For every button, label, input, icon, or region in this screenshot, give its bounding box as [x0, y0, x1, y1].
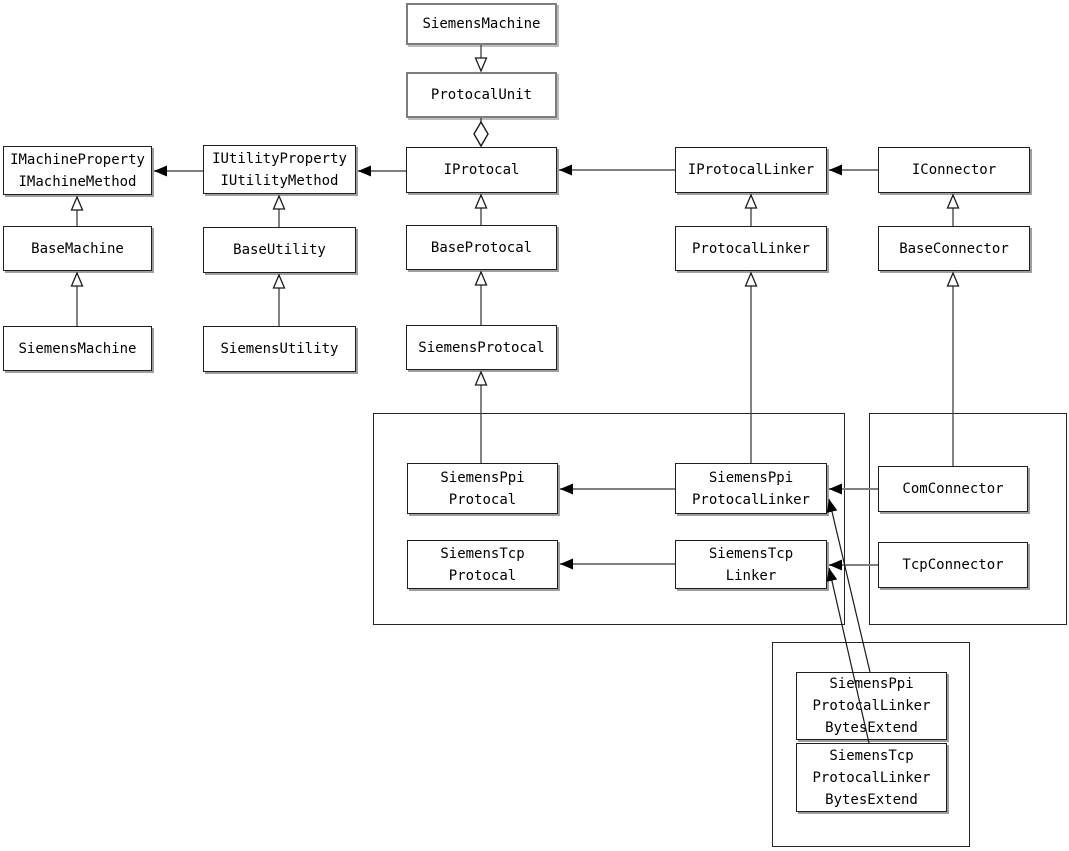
class-label-iprotocal: IProtocal	[443, 162, 520, 178]
class-label-iutility-property-method: IUtilityMethod	[220, 172, 339, 189]
class-label-iutility-property-method: IUtilityProperty	[212, 150, 347, 167]
class-label-iprotocal-linker: IProtocalLinker	[687, 162, 815, 178]
class-box-com-connector: ComConnector	[878, 466, 1028, 512]
class-label-base-machine: BaseMachine	[31, 240, 124, 257]
class-box-siemens-utility: SiemensUtility	[203, 326, 356, 372]
class-label-siemens-tcp-linker: Linker	[725, 567, 777, 584]
class-box-base-protocal: BaseProtocal	[406, 225, 557, 270]
class-label-siemens-ppi-protocal-linker-bytes-extend: ProtocalLinker	[812, 698, 931, 714]
class-label-siemens-ppi-protocal-linker: ProtocalLinker	[691, 491, 810, 508]
connector-group-container	[869, 413, 1067, 625]
class-label-siemens-tcp-protocal: SiemensTcp	[440, 545, 525, 562]
class-box-protocal-linker: ProtocalLinker	[675, 226, 827, 271]
class-label-siemens-machine-unit: SiemensMachine	[422, 16, 541, 32]
class-box-protocal-unit: ProtocalUnit	[406, 72, 557, 118]
class-label-siemens-utility: SiemensUtility	[220, 341, 339, 357]
class-label-siemens-ppi-protocal-linker: SiemensPpi	[708, 469, 794, 486]
class-label-siemens-tcp-linker: SiemensTcp	[708, 545, 794, 562]
class-label-siemens-ppi-protocal: SiemensPpi	[440, 469, 525, 486]
class-label-com-connector: ComConnector	[902, 481, 1004, 497]
aggregate-diamond-icon	[473, 120, 489, 148]
class-label-siemens-ppi-protocal-linker-bytes-extend: SiemensPpi	[829, 676, 914, 692]
bytes-extend-group-container	[772, 642, 970, 847]
class-label-siemens-protocal: SiemensProtocal	[418, 339, 545, 356]
class-label-siemens-ppi-protocal: Protocal	[448, 491, 517, 508]
class-label-siemens-ppi-protocal-linker-bytes-extend: BytesExtend	[825, 720, 918, 736]
class-label-base-protocal: BaseProtocal	[430, 239, 533, 256]
class-box-iprotocal-linker: IProtocalLinker	[675, 147, 827, 193]
class-box-base-machine: BaseMachine	[3, 226, 152, 271]
class-label-siemens-tcp-protocal: Protocal	[448, 567, 517, 584]
class-box-tcp-connector: TcpConnector	[878, 542, 1028, 588]
class-box-siemens-protocal: SiemensProtocal	[406, 325, 557, 370]
class-label-siemens-tcp-protocal-linker-bytes-extend: SiemensTcp	[829, 747, 914, 764]
class-box-base-connector: BaseConnector	[878, 226, 1030, 271]
class-label-tcp-connector: TcpConnector	[902, 557, 1004, 573]
class-label-siemens-tcp-protocal-linker-bytes-extend: BytesExtend	[825, 791, 918, 808]
class-box-base-utility: BaseUtility	[203, 227, 356, 273]
class-label-base-connector: BaseConnector	[899, 240, 1009, 257]
class-label-imachine-property-method: IMachineProperty	[10, 151, 145, 168]
class-label-iconnector: IConnector	[911, 162, 997, 178]
class-box-siemens-machine: SiemensMachine	[3, 326, 152, 371]
class-label-base-utility: BaseUtility	[233, 242, 326, 258]
class-label-siemens-machine: SiemensMachine	[18, 340, 137, 357]
class-label-protocal-linker: ProtocalLinker	[691, 240, 810, 257]
class-label-protocal-unit: ProtocalUnit	[430, 87, 533, 103]
class-box-iconnector: IConnector	[878, 147, 1030, 193]
protocal-group-container	[373, 413, 845, 625]
class-box-siemens-machine-unit: SiemensMachine	[406, 3, 557, 45]
class-label-siemens-tcp-protocal-linker-bytes-extend: ProtocalLinker	[812, 769, 931, 786]
class-box-iprotocal: IProtocal	[406, 147, 557, 193]
class-label-imachine-property-method: IMachineMethod	[18, 173, 137, 190]
